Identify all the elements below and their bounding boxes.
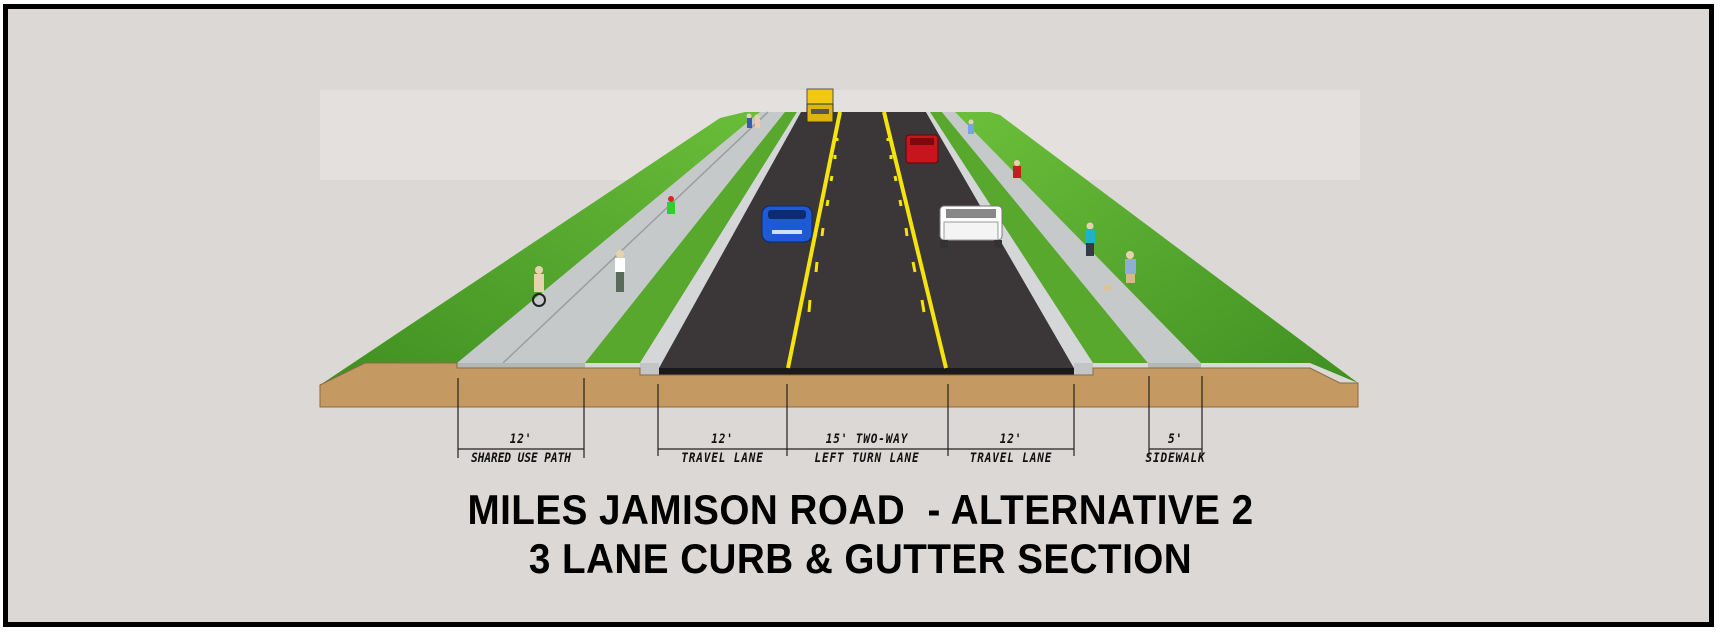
- dim-travel-lane-left-label: TRAVEL LANE: [681, 451, 764, 466]
- dim-travel-lane-right-label: TRAVEL LANE: [969, 451, 1053, 466]
- yellow-line-left: [786, 111, 842, 369]
- dim-sidewalk-width: 5': [1167, 432, 1184, 447]
- dim-shared-use-path-width: 12': [509, 432, 533, 447]
- title-line-2: 3 LANE CURB & GUTTER SECTION: [528, 535, 1193, 582]
- pedestrians: [532, 113, 1136, 307]
- dim-travel-lane-right-width: 12': [999, 432, 1023, 447]
- dim-travel-lane-left-width: 12': [711, 432, 734, 447]
- white-pickup: [939, 205, 1003, 248]
- sidewalk: [942, 112, 1201, 363]
- soil-band: [319, 362, 1359, 408]
- yellow-line-right: [882, 111, 948, 369]
- dim-sidewalk-label: SIDEWALK: [1145, 451, 1206, 466]
- dim-center-turn-lane-width: 15' TWO-WAY: [825, 432, 909, 447]
- box-truck: [806, 88, 834, 123]
- dim-center-turn-lane-label: LEFT TURN LANE: [814, 451, 920, 466]
- turn-lane-dashes: [807, 138, 926, 313]
- right-curb: [926, 112, 1093, 368]
- title-line-1: MILES JAMISON ROAD - ALTERNATIVE 2: [467, 486, 1254, 533]
- road-asphalt: [659, 112, 1074, 368]
- left-grass-slope: [320, 112, 795, 385]
- right-grass-slope: [955, 112, 1358, 383]
- left-curb: [640, 112, 801, 368]
- shared-use-path: [457, 112, 785, 363]
- asphalt-edge: [659, 368, 1074, 379]
- right-grass-strip: [930, 112, 1148, 363]
- dimension-lines: [457, 376, 1203, 458]
- red-pickup: [905, 134, 939, 164]
- blue-sedan: [761, 205, 813, 243]
- left-grass-strip: [585, 112, 797, 363]
- dim-shared-use-path-label: SHARED USE PATH: [471, 451, 571, 466]
